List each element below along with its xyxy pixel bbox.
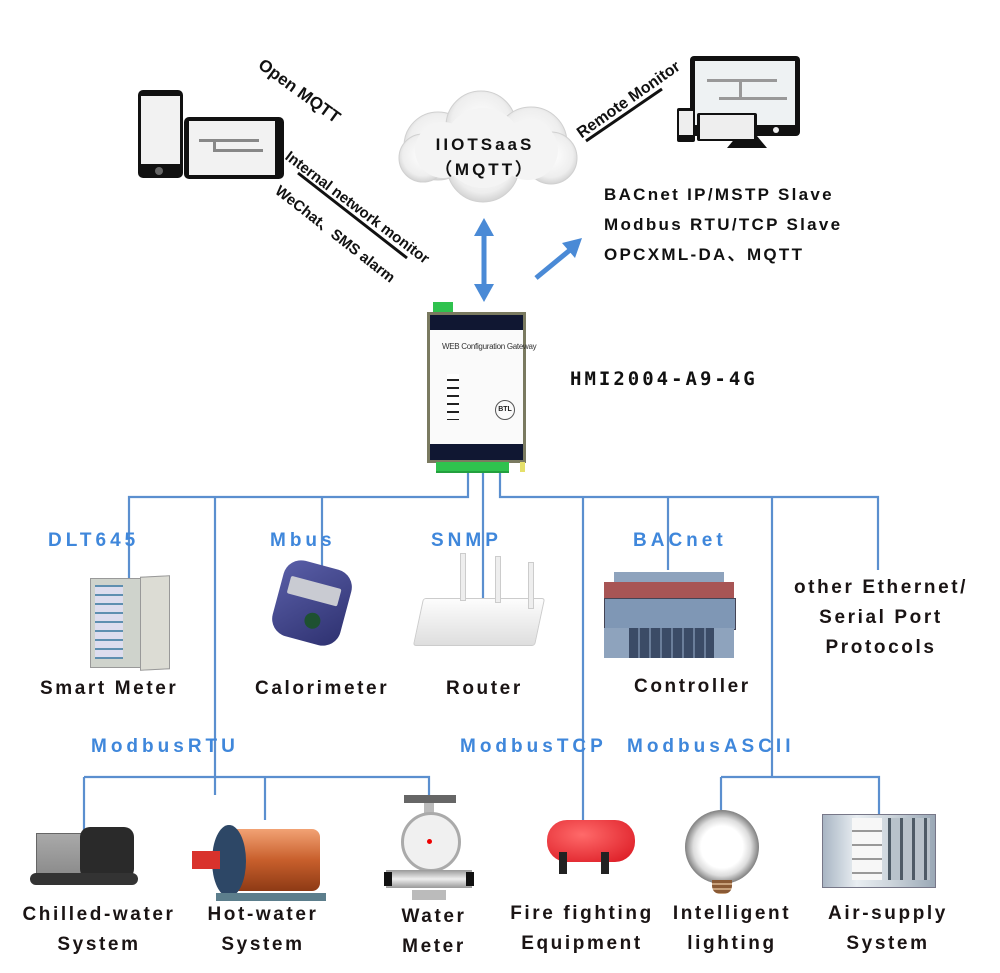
power-terminal [433,302,453,312]
remote-monitor-line [585,87,663,143]
device-name-other-protocols: other Ethernet/ Serial Port Protocols [793,577,969,658]
device-name-hot-water: Hot-water System [207,904,319,955]
gateway-device: WEB Configuration Gateway BTL [427,312,537,463]
wire-smart-meter [127,466,470,580]
slave-protocol-modbus: Modbus RTU/TCP Slave [604,215,843,234]
slave-protocol-opc: OPCXML-DA、MQTT [604,245,805,264]
wire-other-protocols [498,466,880,570]
device-name-controller: Controller [634,676,751,697]
cloud-gateway-arrow [474,218,494,302]
cloud-label: IIOTSaaS （MQTT） [410,132,560,182]
small-tablet-icon [697,113,757,141]
wire-ascii-bus [719,775,881,818]
slave-protocol-arrow [534,238,582,280]
device-name-router: Router [446,678,523,699]
controller-icon [604,572,736,658]
fire-fighting-icon [547,812,635,874]
router-antenna-2 [495,556,501,603]
protocol-modbustcp: ModbusTCP [460,736,607,757]
water-meter-icon [384,795,474,903]
router-antenna-1 [460,553,466,601]
device-name-chilled-water: Chilled-water System [22,904,176,955]
air-supply-icon [822,810,936,888]
btl-badge: BTL [495,400,515,420]
device-name-smart-meter: Smart Meter [40,678,179,699]
protocol-bacnet: BACnet [633,530,727,551]
tablet-icon [184,117,284,179]
protocol-modbusrtu: ModbusRTU [91,736,239,757]
slave-protocol-bacnet: BACnet IP/MSTP Slave [604,185,834,204]
cloud-subtitle: （MQTT） [434,160,536,179]
protocol-snmp: SNMP [431,530,502,551]
protocol-modbusascii: ModbusASCII [627,736,795,757]
led-bulb-base-icon [712,880,732,894]
led-bulb-icon [685,810,759,884]
router-antenna-3 [528,562,534,609]
device-name-water-meter: Water Meter [401,906,467,957]
gateway-panel-title: WEB Configuration Gateway [442,342,537,351]
slave-protocol-list: BACnet IP/MSTP Slave Modbus RTU/TCP Slav… [604,180,842,270]
led-indicators [447,374,459,420]
cloud-icon [398,90,578,203]
device-name-fire-fighting: Fire fighting Equipment [510,903,654,954]
small-phone-icon [677,108,695,142]
bus-terminal-block [436,462,509,473]
smart-meter-door-icon [140,575,170,671]
device-name-calorimeter: Calorimeter [255,678,390,699]
boiler-icon [192,825,327,905]
internal-monitor-line [297,171,408,260]
antenna-icon [520,462,525,472]
protocol-mbus: Mbus [270,530,336,551]
phone-icon [138,90,183,178]
device-name-intelligent-lighting: Intelligent lighting [672,903,792,954]
smart-meter-icon [90,578,144,668]
gateway-model-label: HMI2004-A9-4G [570,368,758,390]
cloud-title: IIOTSaaS [435,135,535,154]
chiller-icon [30,825,138,895]
router-icon [412,598,546,646]
protocol-dlt645: DLT645 [48,530,140,551]
device-name-air-supply: Air-supply System [828,903,948,954]
